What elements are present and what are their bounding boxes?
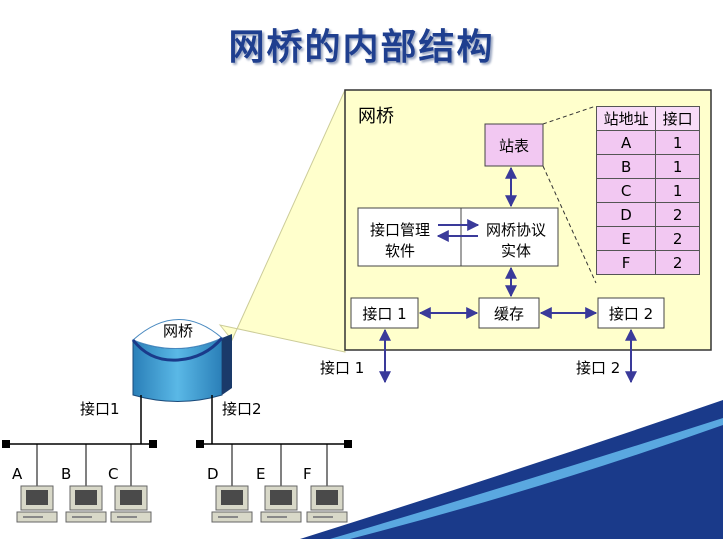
ext-port2-label: 接口 2 <box>576 359 621 377</box>
port2-label: 接口 2 <box>608 305 654 323</box>
station-table-label: 站表 <box>498 137 529 155</box>
table-cell: D <box>595 202 657 227</box>
computer-icon-e <box>260 485 302 523</box>
device-port2-label: 接口2 <box>222 400 262 418</box>
table-header-address: 站地址 <box>595 106 657 131</box>
port-mgmt-label-1: 接口管理 <box>369 221 430 239</box>
buffer-label: 缓存 <box>493 305 524 323</box>
protocol-entity-label-2: 实体 <box>500 242 531 260</box>
table-cell: 2 <box>655 202 700 227</box>
panel-title: 网桥 <box>358 106 394 127</box>
computer-icon-a <box>16 485 58 523</box>
table-callout-line-top <box>542 105 597 125</box>
station-label-d: D <box>207 465 219 483</box>
table-cell: 2 <box>655 226 700 251</box>
computer-icon-f <box>306 485 348 523</box>
table-cell: 2 <box>655 250 700 275</box>
station-label-f: F <box>303 465 312 483</box>
table-callout-line-bottom <box>542 165 597 284</box>
port2-box <box>597 297 665 329</box>
station-label-e: E <box>256 465 266 483</box>
table-cell: E <box>595 226 657 251</box>
station-table-box <box>484 123 544 167</box>
table-cell: C <box>595 178 657 203</box>
computer-icon-d <box>211 485 253 523</box>
computer-icon-b <box>65 485 107 523</box>
protocol-entity-label-1: 网桥协议 <box>485 221 546 239</box>
port-mgmt-label-2: 软件 <box>384 242 415 260</box>
station-label-c: C <box>108 465 119 483</box>
device-port1-label: 接口1 <box>80 400 120 418</box>
station-label-a: A <box>12 465 23 483</box>
station-label-b: B <box>61 465 72 483</box>
page-title: 网桥的内部结构 <box>228 27 495 68</box>
bridge-device-icon <box>131 319 232 402</box>
table-cell: 1 <box>655 154 700 179</box>
device-label: 网桥 <box>163 322 194 340</box>
ext-port1-label: 接口 1 <box>320 359 365 377</box>
port1-label: 接口 1 <box>362 305 407 323</box>
decorative-swoosh <box>300 400 723 539</box>
table-cell: F <box>595 250 657 275</box>
table-cell: A <box>595 130 657 155</box>
table-cell: 1 <box>655 178 700 203</box>
buffer-box <box>478 297 540 329</box>
port1-box <box>350 297 419 329</box>
table-cell: 1 <box>655 130 700 155</box>
table-cell: B <box>595 154 657 179</box>
table-header-port: 接口 <box>655 106 700 131</box>
computer-icon-c <box>110 485 152 523</box>
zoom-callout <box>218 89 346 353</box>
